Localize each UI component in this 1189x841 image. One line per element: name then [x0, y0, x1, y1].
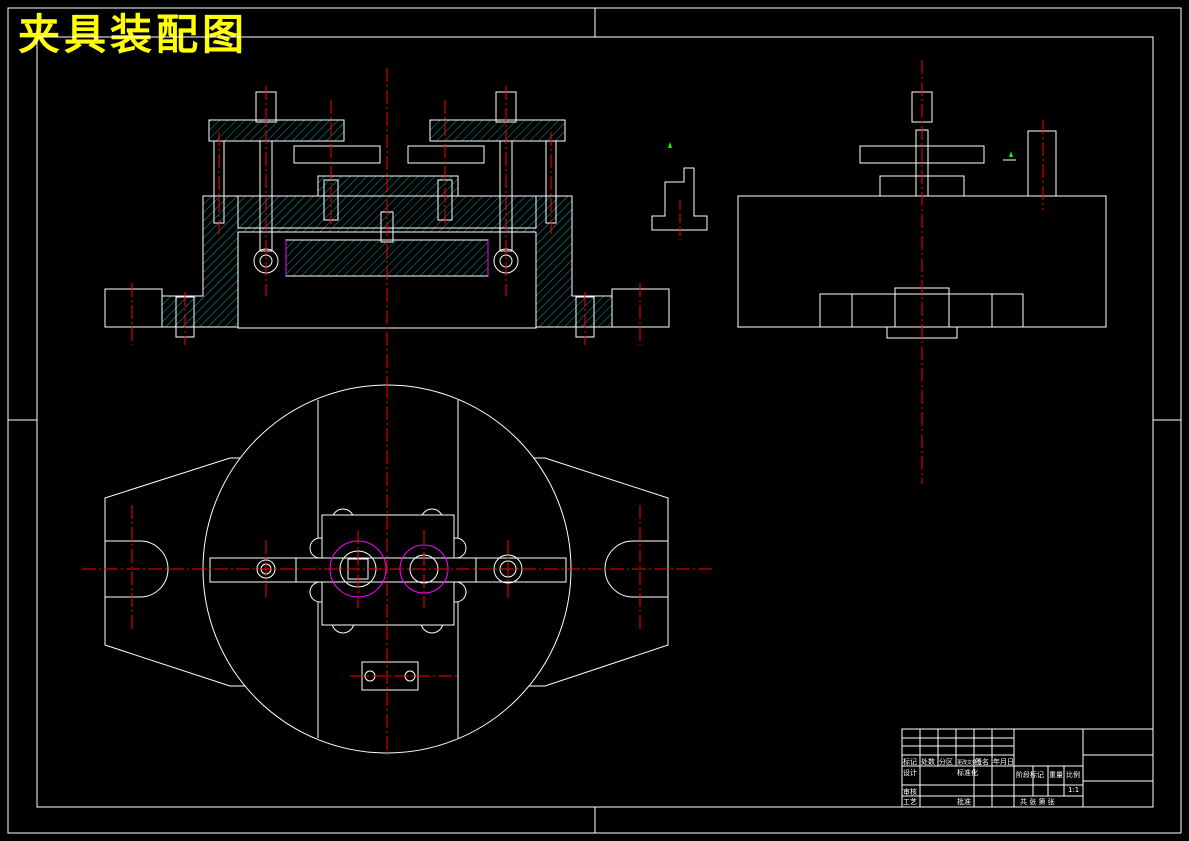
tb-review: 审核 [903, 787, 917, 796]
sheet-frame [7, 7, 1182, 834]
tb-row1-2: 处数 [921, 757, 935, 766]
tb-design: 设计 [903, 768, 917, 777]
tb-weight: 重量 [1049, 771, 1063, 779]
title-block [901, 728, 1154, 808]
tb-row1-1: 标记 [903, 757, 917, 766]
title-block-text: 标记 处数 分区 更改文件号 签名 年月日 设计 标准化 阶段标记 重量 比例 … [903, 757, 1080, 806]
tb-scale-label: 比例 [1066, 770, 1080, 779]
tb-scale-value: 1:1 [1068, 786, 1079, 794]
tb-approve: 批准 [957, 797, 971, 806]
tb-row1-3: 分区 [939, 757, 953, 766]
drawing-title: 夹具装配图 [18, 10, 249, 59]
tb-process: 工艺 [903, 798, 917, 806]
tb-row1-5: 签名 [975, 757, 989, 766]
front-view [104, 68, 670, 390]
tb-row1-6: 年月日 [993, 757, 1014, 766]
tb-row1-4: 更改文件号 [957, 759, 982, 766]
tb-stage: 阶段标记 [1016, 770, 1044, 779]
side-view [737, 60, 1107, 484]
detail-view [651, 142, 708, 240]
tb-standard: 标准化 [957, 768, 978, 777]
top-view [82, 384, 712, 758]
tb-sheets: 共 张 第 张 [1020, 797, 1055, 806]
